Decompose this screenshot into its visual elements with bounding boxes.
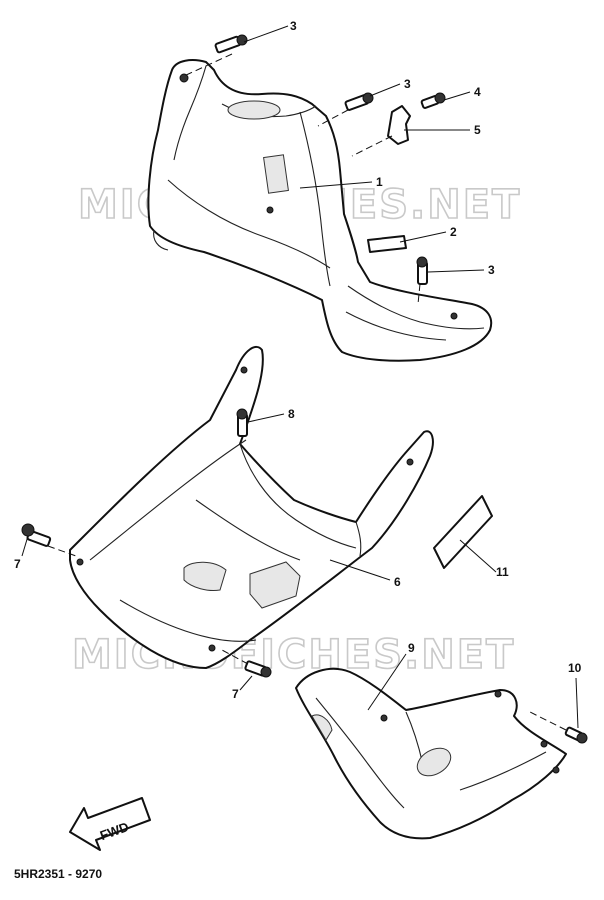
floor-board <box>69 345 434 669</box>
screw-bottom-10 <box>564 726 588 744</box>
callout-1: 1 <box>376 175 383 189</box>
callout-3b: 3 <box>404 77 411 91</box>
bolt-top-2 <box>344 92 374 111</box>
callout-6: 6 <box>394 575 401 589</box>
callout-10: 10 <box>568 661 582 675</box>
callout-7-left: 7 <box>14 557 21 571</box>
callout-3c: 3 <box>488 263 495 277</box>
seal-strip <box>367 235 407 253</box>
callout-11: 11 <box>496 565 509 579</box>
bracket-clip <box>387 105 411 145</box>
callout-8: 8 <box>288 407 295 421</box>
callout-9: 9 <box>408 641 415 655</box>
callout-7-right: 7 <box>232 687 239 701</box>
diagram-code: 5HR2351 - 9270 <box>14 867 102 881</box>
callout-2: 2 <box>450 225 457 239</box>
bolt-top-1 <box>214 34 248 54</box>
leg-shield-cover <box>147 59 493 362</box>
under-cowling <box>295 667 567 840</box>
bolt-top-3 <box>416 256 428 285</box>
forward-arrow-icon: FWD <box>69 797 151 851</box>
bolt-mid-7-right <box>244 660 272 678</box>
callout-4: 4 <box>474 85 481 99</box>
screw-top-4 <box>420 92 446 109</box>
callout-5: 5 <box>474 123 481 137</box>
screw-mid-8 <box>236 408 248 437</box>
bolt-mid-7-left <box>21 523 52 547</box>
warning-label <box>433 495 493 569</box>
callout-3a: 3 <box>290 19 297 33</box>
